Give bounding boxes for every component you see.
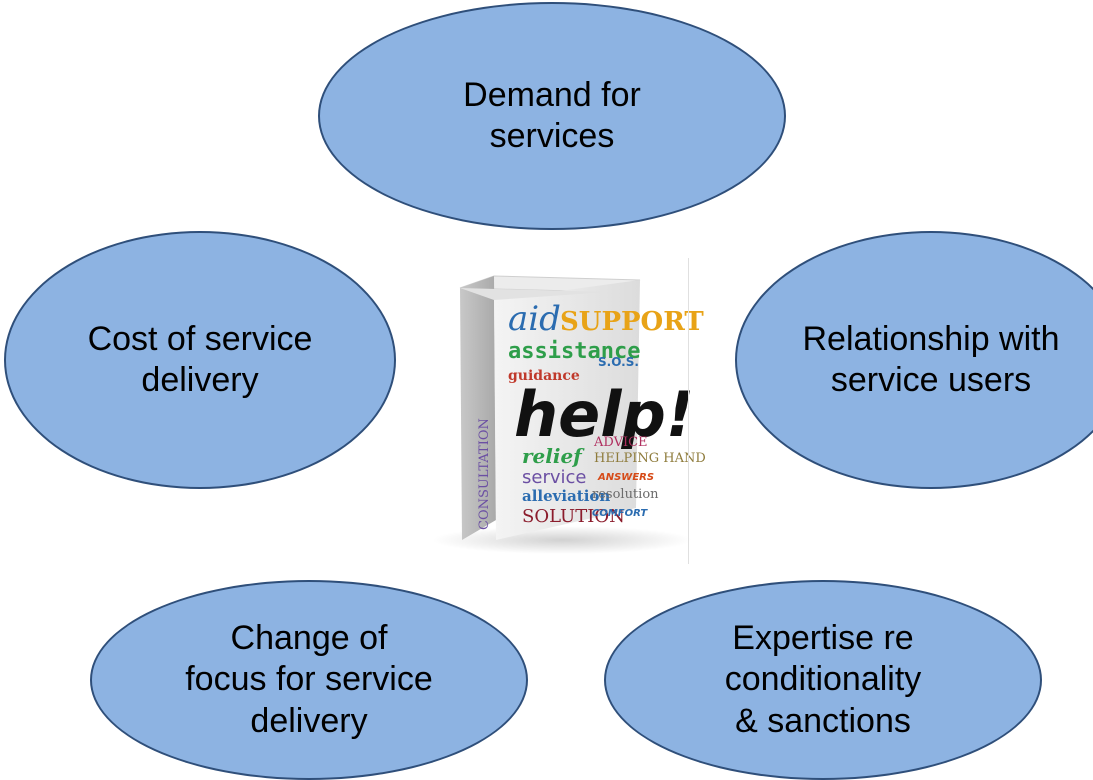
node-expertise-conditionality: Expertise re conditionality & sanctions [604, 580, 1042, 780]
node-change-of-focus: Change of focus for service delivery [90, 580, 528, 780]
box-word: alleviation [522, 487, 610, 505]
box-word: relief [522, 444, 585, 468]
box-word: help! [514, 378, 694, 451]
box-word: ADVICE [593, 435, 648, 450]
box-word: ANSWERS [597, 472, 654, 483]
box-word: COMFORT [592, 508, 648, 519]
box-word: guidance [508, 368, 580, 384]
box-word: service [522, 467, 586, 488]
node-cost-of-service-delivery: Cost of service delivery [4, 231, 396, 489]
node-demand-for-services: Demand for services [318, 2, 786, 230]
stock-watermark-strip [688, 258, 707, 564]
box-word: aid [508, 299, 561, 339]
box-word: resolution [592, 487, 659, 502]
box-word: assistance [508, 339, 640, 364]
box-word: SOLUTION [522, 506, 625, 527]
box-word: CONSULTATION [477, 418, 492, 530]
node-relationship-with-service-users: Relationship with service users [735, 231, 1093, 489]
box-word: S.O.S. [598, 355, 639, 369]
box-word: HELPING HAND [594, 451, 706, 466]
box-word: SUPPORT [560, 307, 704, 337]
